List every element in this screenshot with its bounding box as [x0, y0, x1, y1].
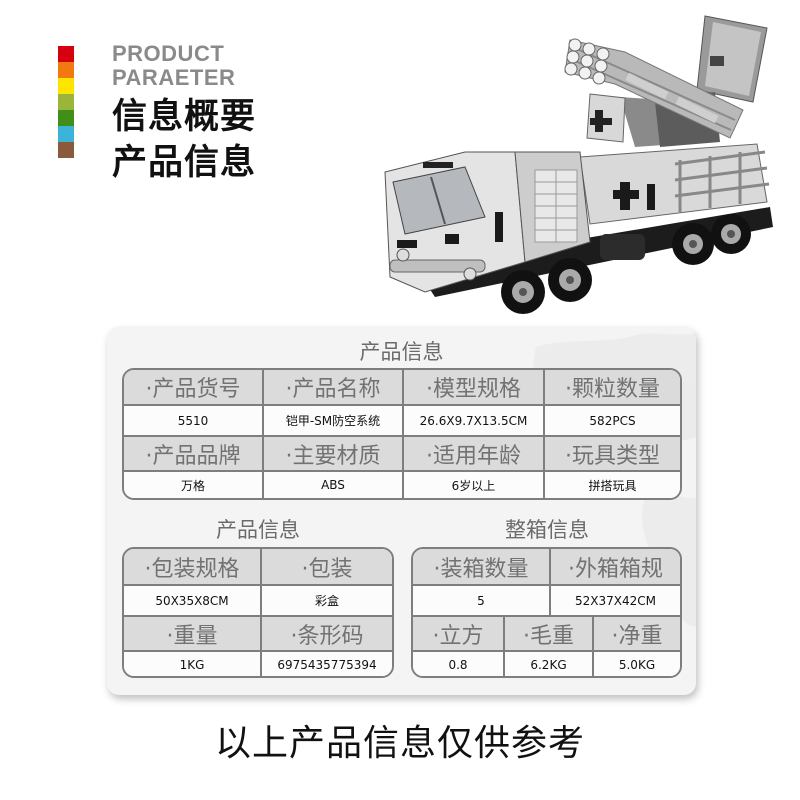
value-cell-net-weight: 5.0KG [592, 652, 680, 676]
truck-illustration [384, 15, 773, 314]
product-info-card: 产品信息 ·产品货号 ·产品名称 ·模型规格 ·颗粒数量 5510 铠甲-SM防… [107, 327, 696, 695]
color-segment-cyan [58, 126, 74, 142]
color-segment-orange [58, 62, 74, 78]
color-bar [58, 46, 74, 158]
header-cell-piece-count: ·颗粒数量 [543, 370, 680, 404]
value-cell-piece-count: 582PCS [543, 406, 680, 435]
value-cell-package: 彩盒 [260, 586, 392, 615]
table-row-values: 5510 铠甲-SM防空系统 26.6X9.7X13.5CM 582PCS [124, 404, 680, 435]
header-cell-toy-type: ·玩具类型 [543, 437, 680, 470]
table-row-values: 0.8 6.2KG 5.0KG [413, 650, 680, 676]
table-row-header: ·立方 ·毛重 ·净重 [413, 615, 680, 650]
packaging-section-title: 产品信息 [216, 518, 300, 542]
chinese-title-overview-text: 信息概要 [112, 97, 257, 137]
header-cell-carton-size: ·外箱箱规 [549, 549, 680, 584]
header-cell-item-number: ·产品货号 [124, 370, 262, 404]
value-cell-toy-type: 拼搭玩具 [543, 472, 680, 498]
carton-table: ·装箱数量 ·外箱箱规 5 52X37X42CM ·立方 ·毛重 ·净重 0.8… [411, 547, 682, 678]
carton-section-title: 整箱信息 [505, 518, 589, 542]
product-image [375, 12, 785, 317]
table-row-values: 50X35X8CM 彩盒 [124, 584, 392, 615]
value-cell-weight: 1KG [124, 652, 260, 676]
chinese-title-product-info-text: 产品信息 [112, 143, 257, 183]
chinese-title-overview: 信息概要 [112, 97, 256, 137]
value-cell-carton-quantity: 5 [413, 586, 549, 615]
header-cell-gross-weight: ·毛重 [503, 617, 592, 650]
header-cell-brand: ·产品品牌 [124, 437, 262, 470]
header-cell-model-size: ·模型规格 [402, 370, 543, 404]
table-row-header: ·包装规格 ·包装 [124, 549, 392, 584]
english-title-line1: PRODUCT [112, 41, 225, 66]
english-title-line2: PARAETER [112, 65, 236, 90]
value-cell-item-number: 5510 [124, 406, 262, 435]
header-cell-age: ·适用年龄 [402, 437, 543, 470]
top-info-table: ·产品货号 ·产品名称 ·模型规格 ·颗粒数量 5510 铠甲-SM防空系统 2… [122, 368, 682, 500]
value-cell-carton-size: 52X37X42CM [549, 586, 680, 615]
value-cell-package-size: 50X35X8CM [124, 586, 260, 615]
table-row-values: 5 52X37X42CM [413, 584, 680, 615]
table-row-header: ·产品货号 ·产品名称 ·模型规格 ·颗粒数量 [124, 370, 680, 404]
header-cell-material: ·主要材质 [262, 437, 402, 470]
disclaimer-note: 以上产品信息仅供参考 [214, 723, 585, 764]
table-row-values: 万格 ABS 6岁以上 拼搭玩具 [124, 470, 680, 498]
color-segment-brown [58, 142, 74, 158]
value-cell-product-name: 铠甲-SM防空系统 [262, 406, 402, 435]
table-row-header: ·产品品牌 ·主要材质 ·适用年龄 ·玩具类型 [124, 435, 680, 470]
value-cell-brand: 万格 [124, 472, 262, 498]
value-cell-barcode: 6975435775394 [260, 652, 392, 676]
table-row-values: 1KG 6975435775394 [124, 650, 392, 676]
header-cell-barcode: ·条形码 [260, 617, 392, 650]
packaging-table: ·包装规格 ·包装 50X35X8CM 彩盒 ·重量 ·条形码 1KG 6975… [122, 547, 394, 678]
header-cell-net-weight: ·净重 [592, 617, 680, 650]
header-cell-package: ·包装 [260, 549, 392, 584]
chinese-title-product-info: 产品信息 [112, 143, 256, 183]
value-cell-model-size: 26.6X9.7X13.5CM [402, 406, 543, 435]
value-cell-material: ABS [262, 472, 402, 498]
table-row-header: ·装箱数量 ·外箱箱规 [413, 549, 680, 584]
header-cell-package-size: ·包装规格 [124, 549, 260, 584]
color-segment-yellow [58, 78, 74, 94]
english-title: PRODUCT PARAETER [112, 42, 235, 90]
header-cell-product-name: ·产品名称 [262, 370, 402, 404]
value-cell-volume: 0.8 [413, 652, 503, 676]
table-row-header: ·重量 ·条形码 [124, 615, 392, 650]
header-cell-carton-quantity: ·装箱数量 [413, 549, 549, 584]
value-cell-gross-weight: 6.2KG [503, 652, 592, 676]
color-segment-olive [58, 94, 74, 110]
header-cell-volume: ·立方 [413, 617, 503, 650]
color-segment-green [58, 110, 74, 126]
top-section-title: 产品信息 [359, 340, 444, 364]
value-cell-age: 6岁以上 [402, 472, 543, 498]
header-cell-weight: ·重量 [124, 617, 260, 650]
color-segment-red [58, 46, 74, 62]
